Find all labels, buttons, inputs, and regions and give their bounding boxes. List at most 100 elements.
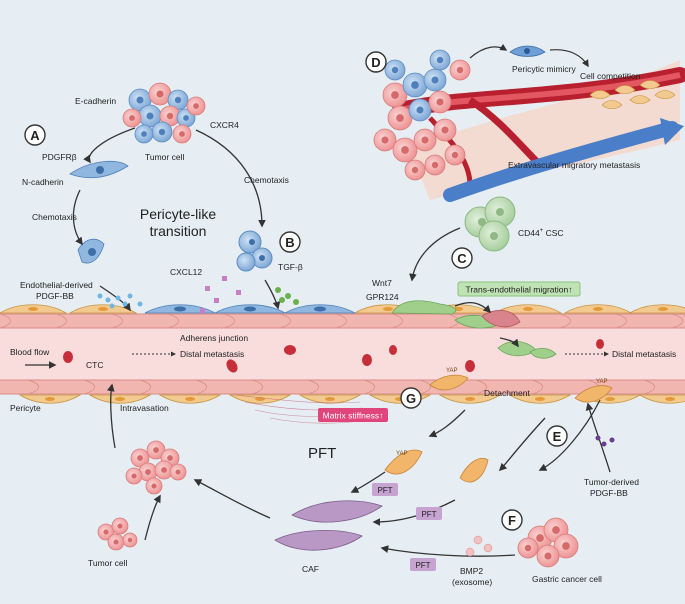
trans-endothelial-box: Trans-endothelial migration↑ (457, 281, 581, 297)
competing-cell (654, 90, 676, 100)
svg-text:Distal metastasis: Distal metastasis (612, 349, 676, 359)
text-labels: E-cadherin CXCR4 Tumor cell PDGFRβ N-cad… (10, 64, 676, 587)
svg-text:PFT: PFT (415, 561, 430, 570)
cell (444, 144, 466, 166)
cell (384, 59, 406, 81)
pericytic-mimicry-cell (509, 45, 546, 57)
cell (423, 68, 447, 92)
cell (107, 533, 125, 551)
svg-text:YAP: YAP (596, 379, 608, 385)
caf-cells (274, 500, 383, 551)
panel-b-badge: B (279, 231, 301, 253)
svg-text:Blood flow: Blood flow (10, 347, 50, 357)
svg-text:PFT: PFT (421, 510, 436, 519)
svg-text:Chemotaxis: Chemotaxis (32, 212, 77, 222)
pericyte (18, 394, 82, 404)
svg-text:Chemotaxis: Chemotaxis (244, 175, 289, 185)
cell (122, 532, 138, 548)
cell (186, 96, 206, 116)
svg-text:Tumor-derived: Tumor-derived (584, 477, 639, 487)
yap-badges: YAP YAP YAP (396, 368, 608, 457)
svg-text:E-cadherin: E-cadherin (75, 96, 116, 106)
tumor-cell-cluster-top (122, 82, 206, 144)
pft-orange-cells (384, 374, 613, 483)
svg-text:D: D (371, 55, 380, 70)
pericyte-like-on-vessel (144, 304, 356, 314)
csc-migrating-cells (391, 300, 557, 359)
svg-text:Trans-endothelial migration↑: Trans-endothelial migration↑ (466, 285, 573, 295)
cell (122, 108, 142, 128)
cell (172, 124, 192, 144)
svg-text:B: B (285, 235, 294, 250)
pericyte (228, 394, 292, 404)
panel-c-badge: C (451, 247, 473, 269)
svg-text:Adherens junction: Adherens junction (180, 333, 248, 343)
pericyte (508, 394, 572, 404)
panel-g-badge: G (400, 387, 422, 409)
svg-text:Pericyte-like: Pericyte-like (140, 206, 216, 222)
svg-text:CAF: CAF (302, 564, 319, 574)
cell (392, 137, 418, 163)
pericyte (88, 394, 152, 404)
extravascular-arrow-head (660, 118, 684, 145)
cell (428, 90, 452, 114)
cell (111, 517, 129, 535)
svg-text:Pericytic mimicry: Pericytic mimicry (512, 64, 576, 74)
pericyte (563, 304, 633, 314)
competing-cell (589, 90, 611, 100)
cell (125, 467, 143, 485)
svg-text:E: E (553, 429, 562, 444)
pericyte (438, 394, 502, 404)
svg-text:Matrix stiffness↑: Matrix stiffness↑ (323, 411, 384, 421)
large-labels: Pericyte-like transition PFT (140, 206, 336, 462)
cell (134, 124, 154, 144)
svg-text:CD44+ CSC: CD44+ CSC (518, 228, 564, 238)
svg-text:Distal metastasis: Distal metastasis (180, 349, 244, 359)
cell (151, 121, 173, 143)
pericyte-like-cell-descending (77, 238, 105, 264)
pericyte (638, 394, 685, 404)
svg-text:CXCL12: CXCL12 (170, 267, 202, 277)
panel-a-badge: A (24, 124, 46, 146)
competing-cell (614, 85, 636, 95)
cell (373, 128, 397, 152)
svg-text:CTC: CTC (86, 360, 103, 370)
cell (536, 544, 560, 568)
cell (517, 537, 539, 559)
svg-text:Detachment: Detachment (484, 388, 530, 398)
cell (429, 49, 451, 71)
pericyte (493, 304, 563, 314)
cell (433, 118, 457, 142)
cell (449, 59, 471, 81)
svg-text:C: C (457, 251, 467, 266)
svg-text:BMP2: BMP2 (460, 566, 483, 576)
svg-text:F: F (508, 513, 516, 528)
svg-text:PFT: PFT (377, 486, 392, 495)
svg-text:G: G (406, 391, 416, 406)
pft-box-1: PFT (372, 483, 398, 496)
cell (130, 448, 150, 468)
pft-box-3: PFT (410, 558, 436, 571)
svg-text:GPR124: GPR124 (366, 292, 399, 302)
signal-molecules (97, 276, 615, 557)
svg-text:Tumor cell: Tumor cell (145, 152, 184, 162)
cell (553, 533, 579, 559)
svg-text:Wnt7: Wnt7 (372, 278, 392, 288)
panel-d-illustration (373, 43, 685, 202)
pericyte (158, 394, 222, 404)
pericyte (68, 304, 138, 314)
pft-box-2: PFT (416, 507, 442, 520)
svg-text:N-cadherin: N-cadherin (22, 177, 64, 187)
svg-text:Cell competition: Cell competition (580, 71, 641, 81)
svg-text:Endothelial-derived: Endothelial-derived (20, 280, 93, 290)
competing-cell (601, 100, 623, 110)
svg-text:Gastric cancer cell: Gastric cancer cell (532, 574, 602, 584)
cell (387, 105, 413, 131)
cell (404, 159, 426, 181)
svg-text:transition: transition (150, 223, 207, 239)
cell (402, 72, 428, 98)
cell (97, 523, 115, 541)
svg-text:(exosome): (exosome) (452, 577, 492, 587)
